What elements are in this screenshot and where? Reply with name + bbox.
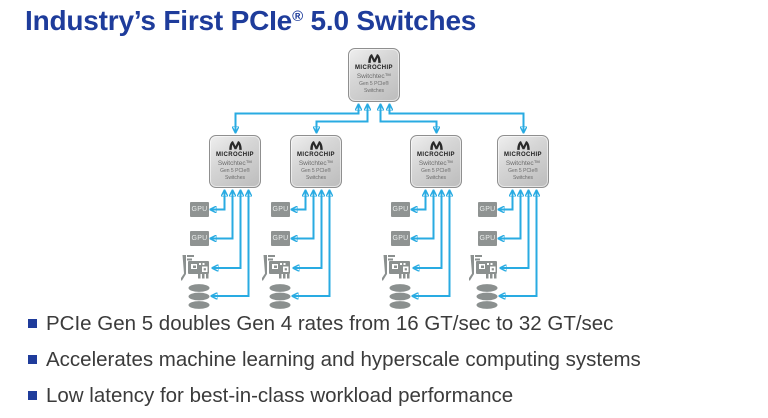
connector-line xyxy=(411,190,434,239)
bullet-text: Low latency for best-in-class workload p… xyxy=(46,383,514,407)
chip-gen-label: Gen 5 PCIe® xyxy=(220,168,250,174)
bullet-item: PCIe Gen 5 doubles Gen 4 rates from 16 G… xyxy=(28,312,760,336)
database-icon xyxy=(476,284,498,309)
pcie-card-icon xyxy=(382,255,410,281)
microchip-logo-icon xyxy=(516,141,530,150)
chip-gen-label: Gen 5 PCIe® xyxy=(508,168,538,174)
gpu-box: GPU xyxy=(478,202,497,217)
chip-type-label: Switches xyxy=(363,88,384,94)
connector-line xyxy=(293,190,322,268)
gpu-box: GPU xyxy=(391,202,410,217)
bullet-item: Accelerates machine learning and hypersc… xyxy=(28,347,760,372)
switch-chip-top: MICROCHIP Switchtec™ Gen 5 PCIe® Switche… xyxy=(348,48,400,102)
bullet-square-icon xyxy=(28,354,37,364)
database-icon xyxy=(188,284,210,309)
gpu-box: GPU xyxy=(478,231,497,246)
switch-chip-3: MICROCHIP Switchtec™ Gen 5 PCIe® Switche… xyxy=(410,135,462,188)
page-title-text: Industry’s First PCIe xyxy=(25,5,293,36)
microchip-logo-icon xyxy=(367,54,381,63)
pcie-card-icon xyxy=(262,255,290,281)
chip-type-label: Switches xyxy=(224,175,245,181)
page-title-text2: 5.0 Switches xyxy=(302,5,477,36)
bullet-list: PCIe Gen 5 doubles Gen 4 rates from 16 G… xyxy=(28,312,760,408)
chip-type-label: Switches xyxy=(512,175,533,181)
switch-chip-1: MICROCHIP Switchtec™ Gen 5 PCIe® Switche… xyxy=(209,135,261,188)
connector-line xyxy=(291,190,314,239)
page-title: Industry’s First PCIe® 5.0 Switches xyxy=(25,5,476,37)
connector-line xyxy=(412,190,450,296)
chip-type-label: Switches xyxy=(425,175,446,181)
bullet-square-icon xyxy=(28,390,37,400)
gpu-label: GPU xyxy=(479,206,496,213)
gpu-box: GPU xyxy=(271,202,290,217)
connector-line xyxy=(236,104,359,133)
pcie-card-icon xyxy=(469,255,497,281)
chip-type-label: Switches xyxy=(305,175,326,181)
chip-product-label: Switchtec™ xyxy=(298,160,334,167)
database-icon xyxy=(389,284,411,309)
chip-brand-label: MICROCHIP xyxy=(297,152,335,158)
microchip-logo-icon xyxy=(429,141,443,150)
gpu-label: GPU xyxy=(392,206,409,213)
connector-line xyxy=(291,190,306,210)
gpu-label: GPU xyxy=(191,206,208,213)
connector-line xyxy=(413,190,442,268)
chip-brand-label: MICROCHIP xyxy=(417,152,455,158)
connector-line xyxy=(212,190,241,268)
registered-mark: ® xyxy=(292,8,303,25)
gpu-label: GPU xyxy=(272,206,289,213)
chip-gen-label: Gen 5 PCIe® xyxy=(301,168,331,174)
switch-chip-4: MICROCHIP Switchtec™ Gen 5 PCIe® Switche… xyxy=(497,135,549,188)
connector-line xyxy=(499,190,537,296)
connector-line xyxy=(498,190,513,210)
connector-line xyxy=(210,190,233,239)
chip-product-label: Switchtec™ xyxy=(217,160,253,167)
microchip-logo-icon xyxy=(309,141,323,150)
chip-product-label: Switchtec™ xyxy=(418,160,454,167)
chip-gen-label: Gen 5 PCIe® xyxy=(421,168,451,174)
connector-line xyxy=(390,104,524,133)
gpu-box: GPU xyxy=(190,202,209,217)
connector-line xyxy=(292,190,330,296)
bullet-item: Low latency for best-in-class workload p… xyxy=(28,383,760,408)
gpu-label: GPU xyxy=(479,235,496,242)
pcie-card-icon xyxy=(181,255,209,281)
connector-line xyxy=(210,190,225,210)
database-icon xyxy=(269,284,291,309)
connector-line xyxy=(500,190,529,268)
microchip-logo-icon xyxy=(228,141,242,150)
gpu-label: GPU xyxy=(191,235,208,242)
chip-brand-label: MICROCHIP xyxy=(504,152,542,158)
connector-line xyxy=(317,104,368,133)
connector-line xyxy=(411,190,426,210)
switch-chip-2: MICROCHIP Switchtec™ Gen 5 PCIe® Switche… xyxy=(290,135,342,188)
chip-brand-label: MICROCHIP xyxy=(216,152,254,158)
gpu-box: GPU xyxy=(271,231,290,246)
gpu-box: GPU xyxy=(391,231,410,246)
connector-line xyxy=(211,190,249,296)
chip-gen-label: Gen 5 PCIe® xyxy=(359,81,389,87)
chip-product-label: Switchtec™ xyxy=(356,73,392,80)
bullet-text: PCIe Gen 5 doubles Gen 4 rates from 16 G… xyxy=(46,312,614,335)
bullet-text: Accelerates machine learning and hypersc… xyxy=(46,347,641,371)
gpu-label: GPU xyxy=(392,235,409,242)
chip-brand-label: MICROCHIP xyxy=(355,65,393,71)
gpu-label: GPU xyxy=(272,235,289,242)
gpu-box: GPU xyxy=(190,231,209,246)
chip-product-label: Switchtec™ xyxy=(505,160,541,167)
bullet-square-icon xyxy=(28,319,37,328)
connector-line xyxy=(498,190,521,239)
